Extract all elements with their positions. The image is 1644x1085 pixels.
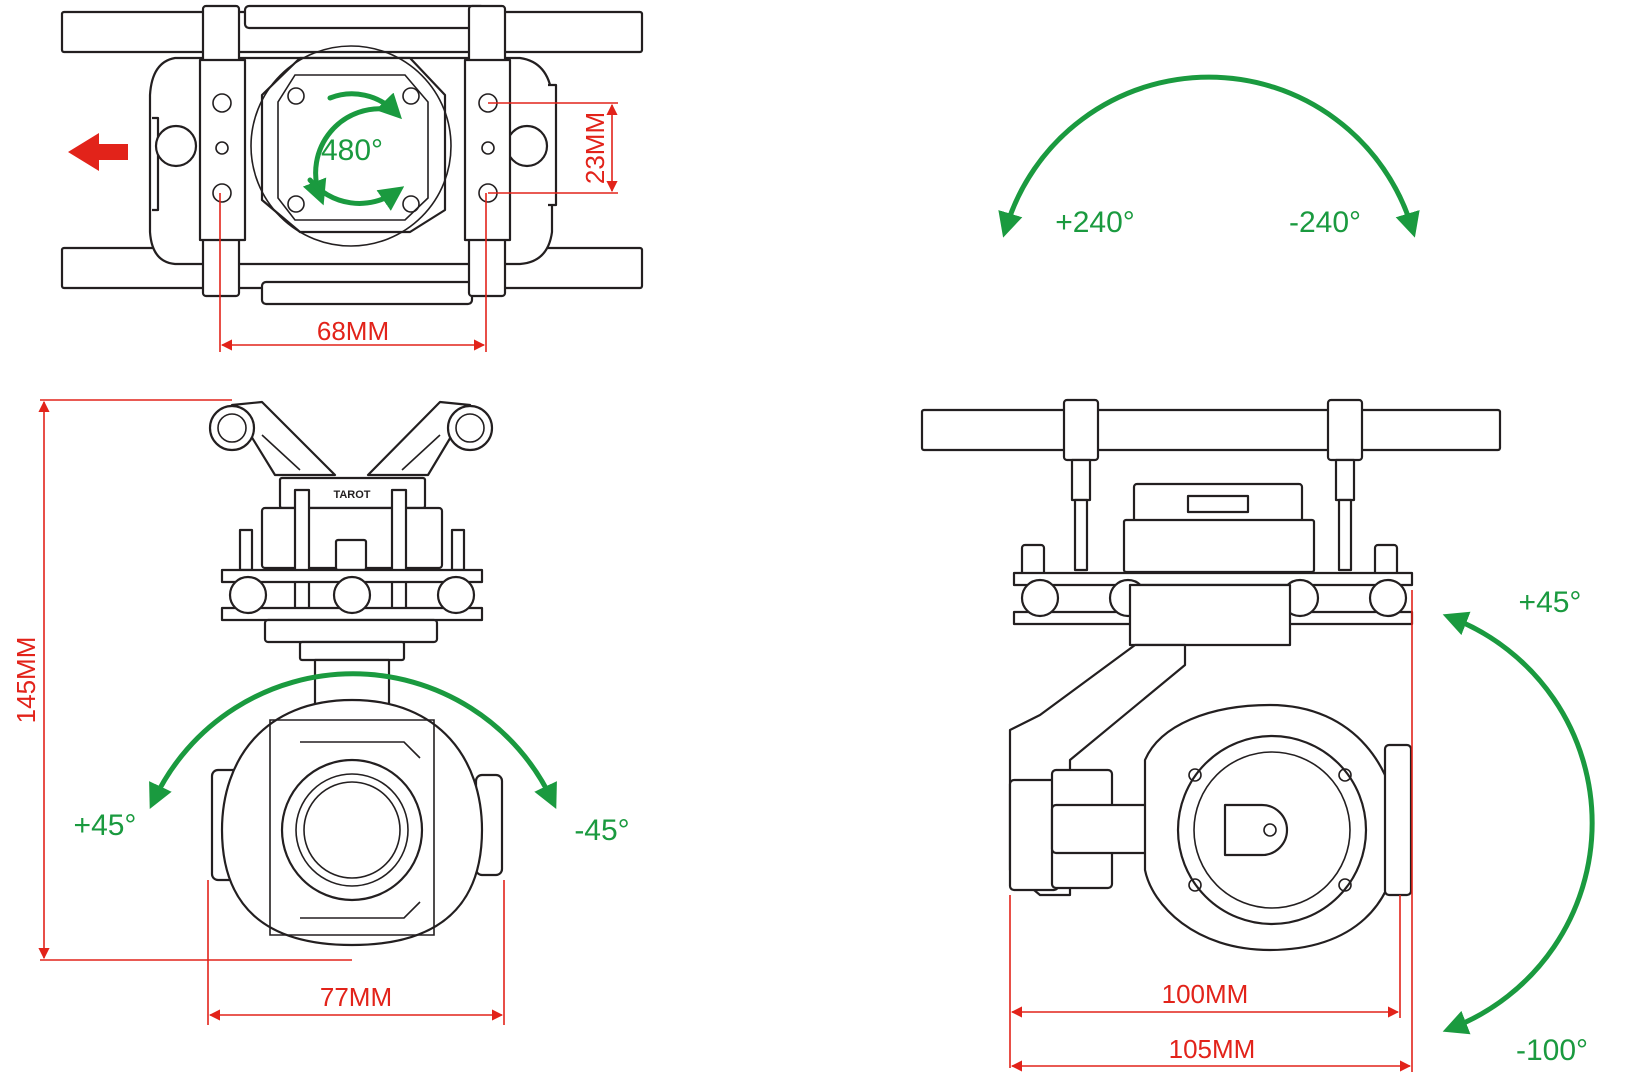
roll-range-arc	[149, 671, 557, 810]
top-view: 480° 68MM 23MM	[60, 4, 644, 352]
yaw-minus-240-label: -240°	[1289, 206, 1361, 239]
roll-minus-45-label: -45°	[574, 814, 629, 847]
side-rail	[920, 408, 1502, 452]
dimension-68mm: 68MM	[219, 193, 487, 352]
dimension-105mm-label: 105MM	[1169, 1034, 1256, 1064]
tilt-range-arc	[1442, 611, 1595, 1035]
clamp-right	[463, 4, 512, 298]
dimension-145mm-label: 145MM	[11, 637, 41, 724]
dimension-23mm: 23MM	[488, 102, 618, 194]
yaw-range-arc: +240° -240°	[998, 74, 1420, 239]
dimension-77mm-label: 77MM	[320, 982, 392, 1012]
dimension-100mm: 100MM	[1009, 895, 1401, 1068]
yaw-rotation-indicator: 480°	[302, 91, 405, 211]
side-view: +45° -100° 100MM 105MM	[920, 398, 1595, 1072]
yaw-angle-label: 480°	[321, 134, 383, 167]
front-view: TAROT +45° -45°	[11, 399, 630, 1025]
dimension-100mm-label: 100MM	[1162, 979, 1249, 1009]
side-clamps	[1062, 398, 1364, 572]
tilt-minus-100-label: -100°	[1516, 1034, 1588, 1067]
dimension-105mm: 105MM	[1010, 590, 1413, 1072]
dimension-77mm: 77MM	[207, 880, 505, 1025]
brand-mark: TAROT	[333, 489, 370, 501]
dimension-23mm-label: 23MM	[580, 112, 610, 184]
roll-plus-45-label: +45°	[74, 809, 137, 842]
front-mount-arms	[208, 400, 494, 477]
dimension-145mm: 145MM	[11, 399, 352, 961]
dimension-68mm-label: 68MM	[317, 316, 389, 346]
clamp-left	[198, 4, 247, 298]
tilt-plus-45-label: +45°	[1519, 586, 1582, 619]
yaw-plus-240-label: +240°	[1055, 206, 1135, 239]
forward-direction-arrow	[68, 133, 128, 171]
